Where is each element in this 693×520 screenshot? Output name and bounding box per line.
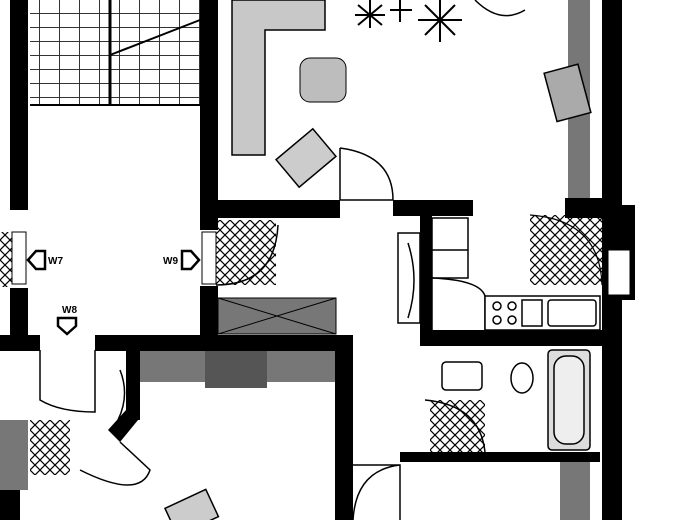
- label-w9: W9: [163, 256, 178, 267]
- walls: [0, 0, 635, 520]
- marker-w8: W8: [56, 305, 78, 336]
- armchair: [543, 63, 592, 123]
- arrow-right-icon: [180, 249, 201, 271]
- arrow-left-icon: [26, 249, 47, 271]
- marker-w9: W9: [163, 249, 201, 271]
- arrow-down-icon: [56, 316, 78, 336]
- doors: [39, 147, 486, 520]
- label-w7: W7: [48, 256, 63, 267]
- hatched-areas: [0, 215, 602, 475]
- sofa: [231, 0, 347, 189]
- staircase: [30, 0, 201, 106]
- kitchen: [397, 217, 601, 331]
- label-w8: W8: [62, 305, 77, 316]
- window: [607, 249, 631, 296]
- marker-w7: W7: [26, 249, 63, 271]
- door-swing: [474, 0, 526, 17]
- chair: [163, 488, 220, 520]
- plants: [355, 0, 462, 42]
- bathroom: [441, 349, 591, 451]
